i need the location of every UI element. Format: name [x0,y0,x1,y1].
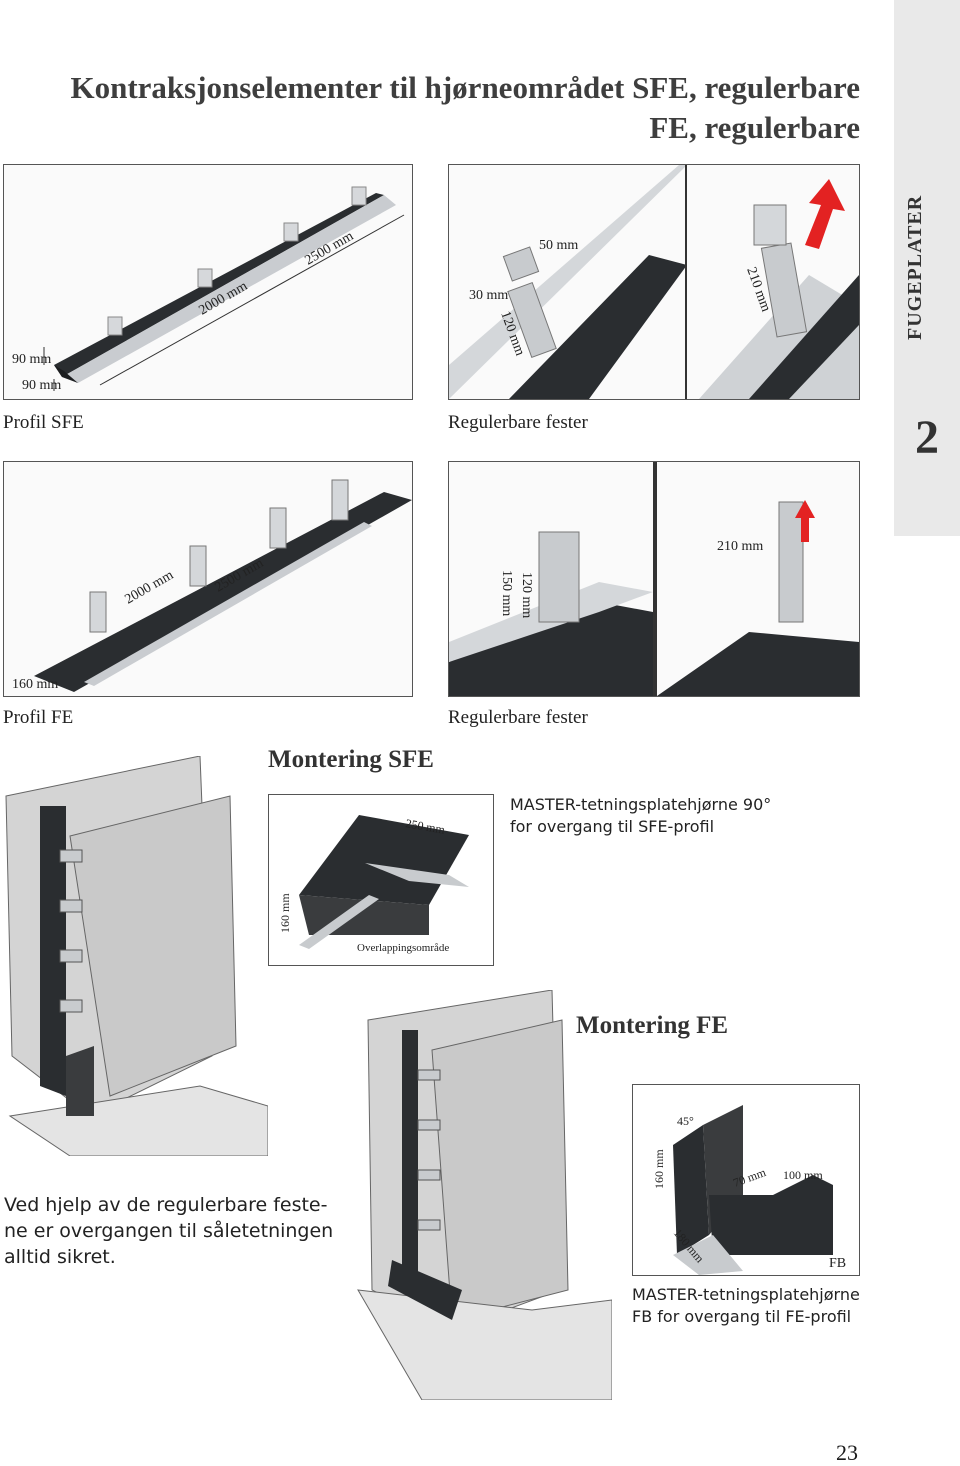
master-sfe-overlap: Overlappingsområde [357,942,449,954]
body-line-2: ne er overgangen til såletetningen [4,1220,334,1242]
master-fe-dim-100: 100 mm [783,1168,823,1182]
fe-dim-2000: 2000 mm [123,568,177,608]
master-sfe-caption-line1: MASTER-tetningsplatehjørne 90° [510,795,772,814]
body-line-1: Ved hjelp av de regulerbare feste- [4,1194,328,1216]
master-sfe-dim-250: 250 mm [404,816,446,837]
master-sfe-dim-160: 160 mm [278,893,292,933]
master-fe-illustration: 45° 160 mm 70 mm 100 mm 180 mm FB [652,1105,846,1275]
profil-fe-caption: Profil FE [3,707,74,728]
fester-top-illustration: 50 mm 30 mm 120 mm 210 mm [449,165,859,399]
master-fe-caption: MASTER-tetningsplatehjørne FB for overga… [632,1284,860,1328]
fester-bottom-caption: Regulerbare fester [448,707,588,728]
fester-b-dim-210: 210 mm [717,539,763,554]
montering-fe-illustration [357,990,612,1400]
fester-top-caption: Regulerbare fester [448,412,588,433]
master-fe-dim-160: 160 mm [652,1149,666,1189]
profil-fe-figure: 2000 mm 2500 mm 160 mm [3,461,413,697]
body-paragraph: Ved hjelp av de regulerbare feste- ne er… [4,1192,333,1270]
master-fe-caption-line1: MASTER-tetningsplatehjørne [632,1285,860,1304]
page-number: 23 [836,1440,858,1465]
master-fe-figure: 45° 160 mm 70 mm 100 mm 180 mm FB [632,1084,860,1276]
section-tab: FUGEPLATER 2 [894,0,960,536]
profil-sfe-illustration: 90 mm 90 mm 2000 mm 2500 mm [12,186,405,393]
title-line-1: Kontraksjonselementer til hjørneområdet … [70,70,860,105]
fester-bottom-illustration: 150 mm 120 mm 210 mm [449,462,859,696]
fester-b-dim-150: 150 mm [499,570,514,616]
fe-dim-160: 160 mm [12,677,58,692]
tab-label: FUGEPLATER [904,194,926,340]
page-title: Kontraksjonselementer til hjørneområdet … [70,68,860,148]
profil-fe-illustration: 2000 mm 2500 mm 160 mm [12,479,412,692]
fester-dim-50: 50 mm [539,238,578,253]
sfe-dim-90-b: 90 mm [22,378,61,393]
master-sfe-caption-line2: for overgang til SFE-profil [510,817,715,836]
chapter-number: 2 [915,411,939,464]
master-fe-dim-45: 45° [677,1114,694,1128]
master-sfe-illustration: 250 mm 160 mm Overlappingsområde [278,815,469,954]
master-sfe-figure: 250 mm 160 mm Overlappingsområde [268,794,494,966]
title-line-2: FE, regulerbare [649,110,860,145]
profil-sfe-caption: Profil SFE [3,412,84,433]
montering-sfe-heading: Montering SFE [268,746,434,773]
fester-b-dim-120: 120 mm [519,572,534,618]
montering-fe-heading: Montering FE [576,1012,729,1039]
master-fe-tag: FB [829,1256,846,1271]
fester-dim-30: 30 mm [469,288,508,303]
montering-sfe-illustration [5,756,268,1156]
master-fe-caption-line2: FB for overgang til FE-profil [632,1307,852,1326]
fester-top-figure: 50 mm 30 mm 120 mm 210 mm [448,164,860,400]
body-line-3: alltid sikret. [4,1246,116,1268]
fester-bottom-figure: 150 mm 120 mm 210 mm [448,461,860,697]
sfe-dim-90-a: 90 mm [12,352,51,367]
master-sfe-caption: MASTER-tetningsplatehjørne 90° for overg… [510,794,771,838]
profil-sfe-figure: 90 mm 90 mm 2000 mm 2500 mm [3,164,413,400]
